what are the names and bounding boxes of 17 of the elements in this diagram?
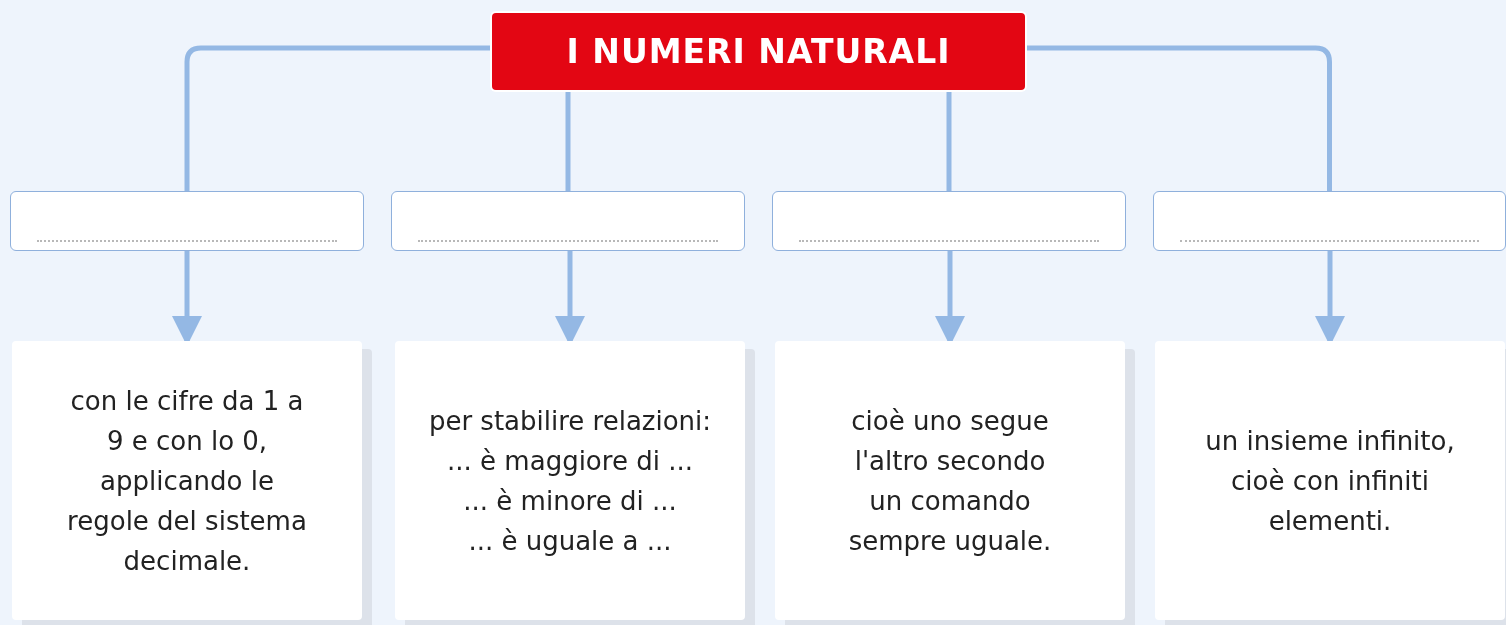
card-text: ... è minore di ...: [463, 484, 677, 518]
connector-line: [946, 90, 952, 191]
answer-box: [391, 191, 745, 251]
answer-box: [772, 191, 1126, 251]
card-text: per stabilire relazioni:: [428, 404, 712, 438]
connector-line: [565, 90, 571, 191]
connector-line: [184, 45, 492, 191]
title-text: I NUMERI NATURALI: [566, 32, 951, 71]
title-banner: [492, 13, 1025, 90]
card-text: ... è uguale a ...: [468, 524, 672, 558]
card-text: con le cifre da 1 a 9 e con lo 0, applicando le regole del sistema decimale.: [66, 384, 308, 578]
card-text: cioè uno segue l'altro secondo un comando sempre uguale.: [847, 404, 1053, 558]
answer-box: [10, 191, 364, 251]
connector-line: [1025, 45, 1332, 191]
card-text: un insieme infinito, cioè con infiniti elementi.: [1204, 424, 1456, 538]
answer-box: [1153, 191, 1506, 251]
card-text: ... è maggiore di ...: [447, 444, 693, 478]
